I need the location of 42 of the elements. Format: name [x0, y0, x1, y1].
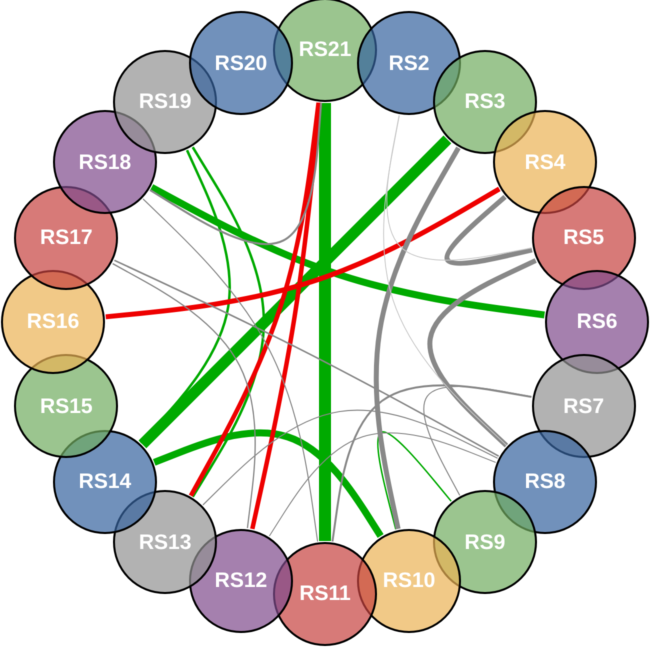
- connector-line: [138, 136, 452, 448]
- node-label: RS3: [464, 90, 506, 114]
- connector-line: [106, 186, 501, 320]
- connector-line: [140, 150, 231, 444]
- connector-line: [150, 184, 545, 318]
- connector-line: [374, 146, 461, 530]
- node-label: RS6: [576, 310, 618, 334]
- connector-line: [427, 258, 537, 448]
- connector-line: [331, 384, 532, 542]
- node-label: RS2: [388, 52, 430, 75]
- node-label: RS10: [382, 569, 436, 592]
- connector-line: [423, 386, 532, 496]
- connector-line: [149, 102, 322, 246]
- connector-line: [268, 432, 496, 536]
- node-label: RS18: [78, 150, 132, 174]
- node-label: RS7: [563, 394, 604, 418]
- node-label: RS17: [40, 226, 93, 250]
- connector-line: [142, 198, 318, 542]
- node-label: RS4: [524, 150, 566, 174]
- node-label: RS19: [138, 90, 192, 114]
- connector-line: [319, 103, 331, 541]
- node-label: RS16: [26, 310, 80, 334]
- node-label: RS21: [298, 38, 352, 62]
- connector-line: [444, 194, 533, 266]
- connector-line: [152, 429, 384, 538]
- node-label: RS9: [464, 530, 506, 554]
- connector-line: [386, 114, 532, 261]
- connector-line: [250, 102, 322, 530]
- node-label: RS14: [78, 470, 132, 494]
- node-label: RS12: [214, 569, 268, 592]
- connector-line: [192, 146, 266, 498]
- node-label: RS11: [299, 582, 351, 606]
- node-label: RS13: [138, 530, 192, 554]
- node-label: RS20: [214, 52, 268, 75]
- node-label: RS8: [524, 470, 566, 494]
- connector-line: [377, 431, 452, 530]
- node-label: RS5: [563, 226, 604, 250]
- connector-line: [112, 263, 256, 528]
- connector-line: [114, 260, 500, 457]
- connector-line: [383, 114, 507, 446]
- connector-line: [202, 410, 498, 506]
- node-label: RS15: [40, 394, 93, 418]
